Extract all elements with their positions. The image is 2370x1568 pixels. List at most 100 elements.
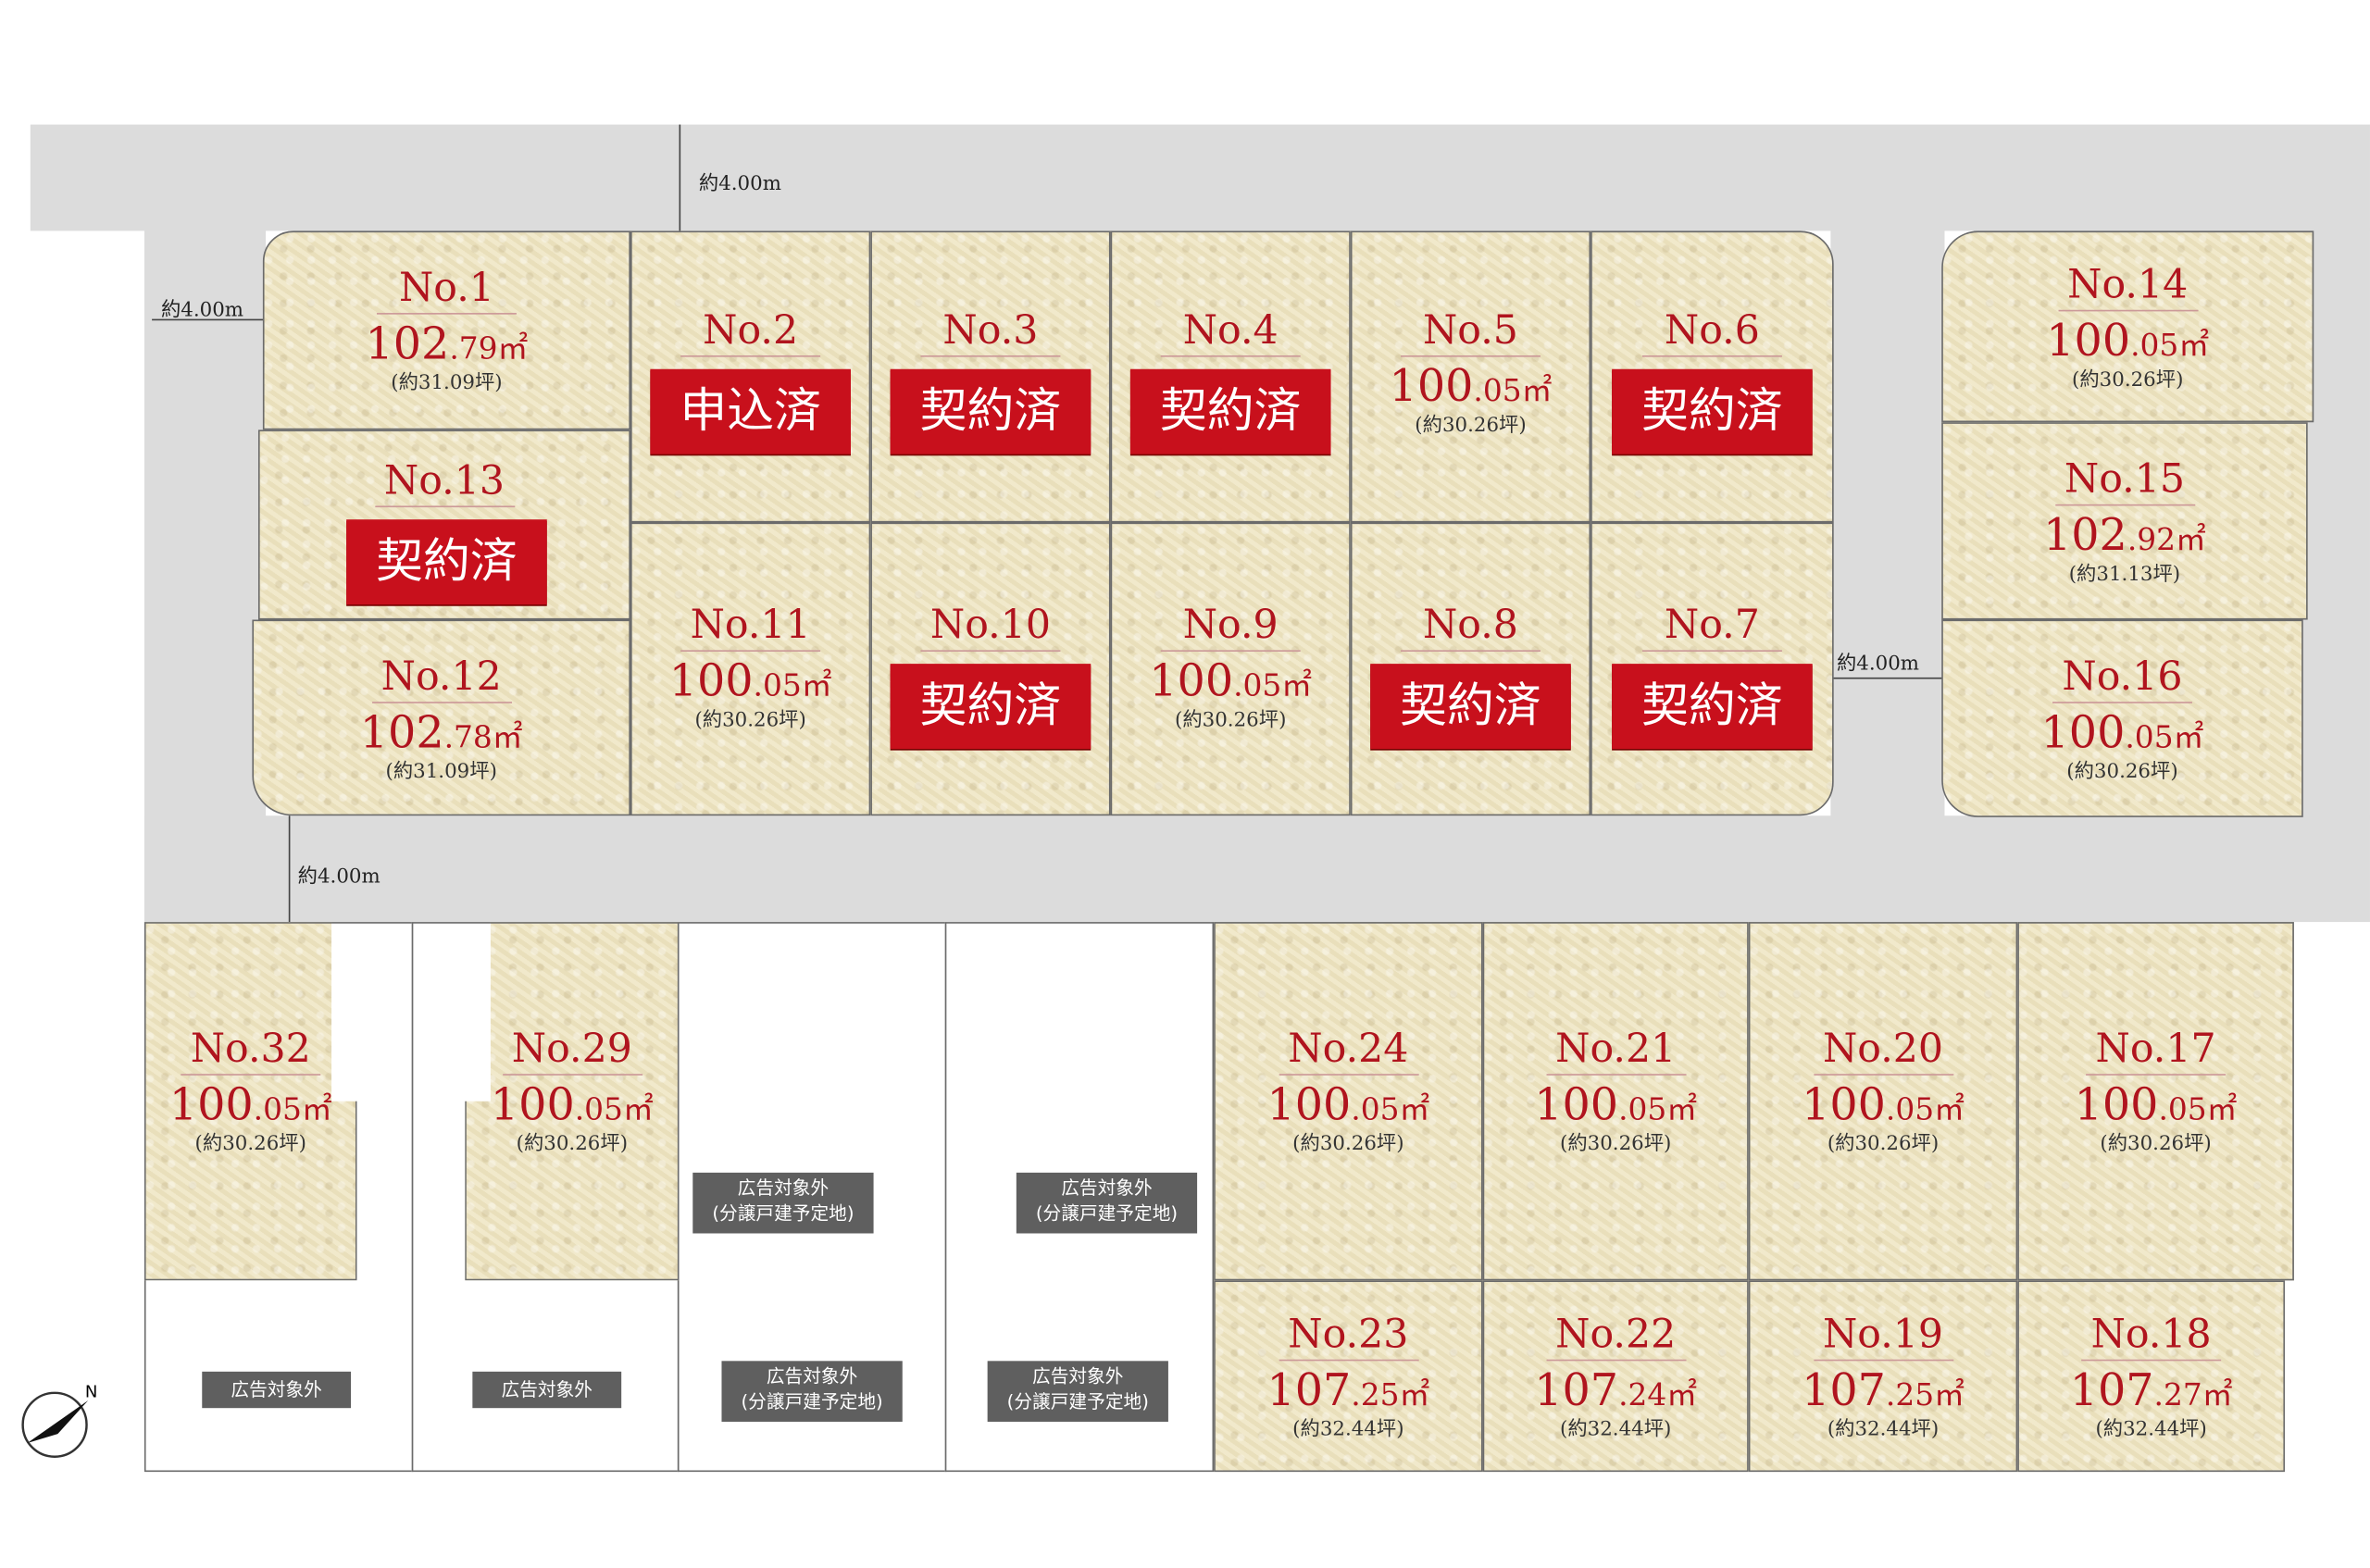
lot-number: No.3 [942, 308, 1039, 355]
excluded-planned-badge: 広告対象外(分譲戸建予定地) [1016, 1172, 1198, 1234]
lot-tsubo: (約30.26坪) [1175, 709, 1287, 732]
dim-line-right [1830, 677, 1945, 679]
lot-tsubo: (約31.09坪) [391, 372, 503, 395]
excluded-planned-badge: 広告対象外(分譲戸建予定地) [692, 1172, 874, 1234]
sold-badge: 契約済 [1370, 664, 1571, 750]
lot-tsubo: (約30.26坪) [1559, 1133, 1672, 1156]
lot-tsubo: (約30.26坪) [2100, 1133, 2212, 1156]
dim-label-middle: 約4.00m [297, 865, 380, 889]
lot-number: No.18 [2090, 1312, 2212, 1359]
lot-no23[interactable]: No.23 107.25㎡ (約32.44坪) [1214, 1280, 1483, 1473]
lot-number: No.4 [1182, 308, 1279, 355]
lot-no17[interactable]: No.17 100.05㎡ (約30.26坪) [2017, 922, 2294, 1281]
lot-tsubo: (約30.26坪) [694, 709, 806, 732]
lot-no12[interactable]: No.12 102.78㎡ (約31.09坪) [252, 619, 631, 816]
lot-area: 100.05㎡ [1534, 1078, 1698, 1130]
lot-area: 107.25㎡ [1266, 1363, 1430, 1416]
lot-no18[interactable]: No.18 107.27㎡ (約32.44坪) [2017, 1280, 2286, 1473]
lot-no16[interactable]: No.16 100.05㎡ (約30.26坪) [1941, 619, 2303, 817]
north-label: N [84, 1382, 98, 1402]
lot-area: 100.05㎡ [490, 1078, 654, 1130]
dim-label-right: 約4.00m [1836, 653, 1920, 677]
lot-number: No.29 [511, 1027, 632, 1073]
lot-no7[interactable]: No.7 契約済 [1590, 522, 1834, 816]
dim-line-top [679, 124, 681, 231]
lot-area: 100.05㎡ [1149, 654, 1313, 707]
excluded-badge: 広告対象外 [472, 1371, 622, 1409]
lot-tsubo: (約32.44坪) [1559, 1418, 1672, 1442]
lot-no1[interactable]: No.1 102.79㎡ (約31.09坪) [262, 230, 631, 430]
lot-area: 107.24㎡ [1534, 1363, 1698, 1416]
sold-badge: 契約済 [890, 664, 1091, 750]
lot-area: 100.05㎡ [2040, 706, 2204, 758]
north-arrow-icon: N [19, 1382, 97, 1464]
lot-no19[interactable]: No.19 107.25㎡ (約32.44坪) [1748, 1280, 2018, 1473]
lot-number: No.1 [398, 266, 494, 312]
excluded-badge: 広告対象外 [202, 1371, 352, 1409]
lot-no11[interactable]: No.11 100.05㎡ (約30.26坪) [630, 522, 871, 816]
lot-area: 100.05㎡ [1802, 1078, 1965, 1130]
lot-no20[interactable]: No.20 100.05㎡ (約30.26坪) [1748, 922, 2018, 1281]
lot-no3[interactable]: No.3 契約済 [870, 230, 1111, 523]
lot-no2[interactable]: No.2 申込済 [630, 230, 871, 523]
lot-number: No.11 [690, 603, 811, 649]
lot-no4[interactable]: No.4 契約済 [1110, 230, 1351, 523]
lot-tsubo: (約32.44坪) [1292, 1418, 1404, 1442]
applied-badge: 申込済 [650, 368, 851, 454]
lot-no15[interactable]: No.15 102.92㎡ (約31.13坪) [1941, 422, 2308, 620]
lot-area: 100.05㎡ [2074, 1078, 2238, 1130]
lot-no14[interactable]: No.14 100.05㎡ (約30.26坪) [1941, 230, 2314, 423]
lot-number: No.21 [1555, 1027, 1677, 1073]
lot-tsubo: (約30.26坪) [1827, 1133, 1940, 1156]
lot-number: No.24 [1288, 1027, 1409, 1073]
lot-number: No.17 [2095, 1027, 2216, 1073]
lot-number: No.5 [1422, 308, 1518, 355]
lot-number: No.16 [2062, 654, 2183, 701]
lot-tsubo: (約30.26坪) [2066, 761, 2178, 784]
lot-number: No.7 [1664, 603, 1760, 649]
lot-tsubo: (約31.09坪) [385, 761, 497, 784]
lot-area: 102.78㎡ [359, 706, 523, 758]
excluded-planned-badge: 広告対象外(分譲戸建予定地) [987, 1361, 1168, 1422]
lot-area: 107.25㎡ [1802, 1363, 1965, 1416]
dim-line-middle [288, 815, 291, 923]
lot-tsubo: (約32.44坪) [1827, 1418, 1940, 1442]
lot-number: No.2 [703, 308, 799, 355]
lot-number: No.14 [2067, 262, 2189, 309]
lot-area: 102.92㎡ [2042, 508, 2206, 561]
lot-number: No.23 [1288, 1312, 1409, 1359]
dim-label-top: 約4.00m [698, 173, 781, 196]
lot-tsubo: (約30.26坪) [1415, 414, 1527, 438]
lot-no22[interactable]: No.22 107.24㎡ (約32.44坪) [1482, 1280, 1749, 1473]
lot-no6[interactable]: No.6 契約済 [1590, 230, 1834, 523]
lot-no10[interactable]: No.10 契約済 [870, 522, 1111, 816]
excluded-planned-badge: 広告対象外(分譲戸建予定地) [721, 1361, 903, 1422]
lot-area: 102.79㎡ [365, 317, 529, 369]
lot-no29[interactable]: No.29 100.05㎡ (約30.26坪) [465, 922, 680, 1281]
road-top [30, 124, 2370, 231]
lot-no13[interactable]: No.13 契約済 [257, 429, 631, 620]
lot-area: 100.05㎡ [168, 1078, 332, 1130]
lot-number: No.22 [1555, 1312, 1677, 1359]
lot-number: No.15 [2064, 456, 2185, 504]
lot-no32[interactable]: No.32 100.05㎡ (約30.26坪) [143, 922, 357, 1281]
lot-no8[interactable]: No.8 契約済 [1350, 522, 1591, 816]
sold-badge: 契約済 [890, 368, 1091, 454]
lot-area: 100.05㎡ [1389, 359, 1553, 412]
lot-no5[interactable]: No.5 100.05㎡ (約30.26坪) [1350, 230, 1591, 523]
dim-label-left: 約4.00m [160, 299, 244, 322]
lot-tsubo: (約30.26坪) [194, 1133, 306, 1156]
lot-number: No.19 [1822, 1312, 1944, 1359]
lot-number: No.9 [1182, 603, 1279, 649]
lot-tsubo: (約31.13坪) [2068, 563, 2181, 587]
sold-badge: 契約済 [1612, 368, 1813, 454]
lot-number: No.13 [383, 458, 505, 504]
lot-no21[interactable]: No.21 100.05㎡ (約30.26坪) [1482, 922, 1749, 1281]
lot-number: No.6 [1664, 308, 1760, 355]
lot-no9[interactable]: No.9 100.05㎡ (約30.26坪) [1110, 522, 1351, 816]
sold-badge: 契約済 [1612, 664, 1813, 750]
road-right-vertical [1830, 228, 1945, 821]
lot-no24[interactable]: No.24 100.05㎡ (約30.26坪) [1214, 922, 1483, 1281]
lot-tsubo: (約32.44坪) [2095, 1418, 2207, 1442]
